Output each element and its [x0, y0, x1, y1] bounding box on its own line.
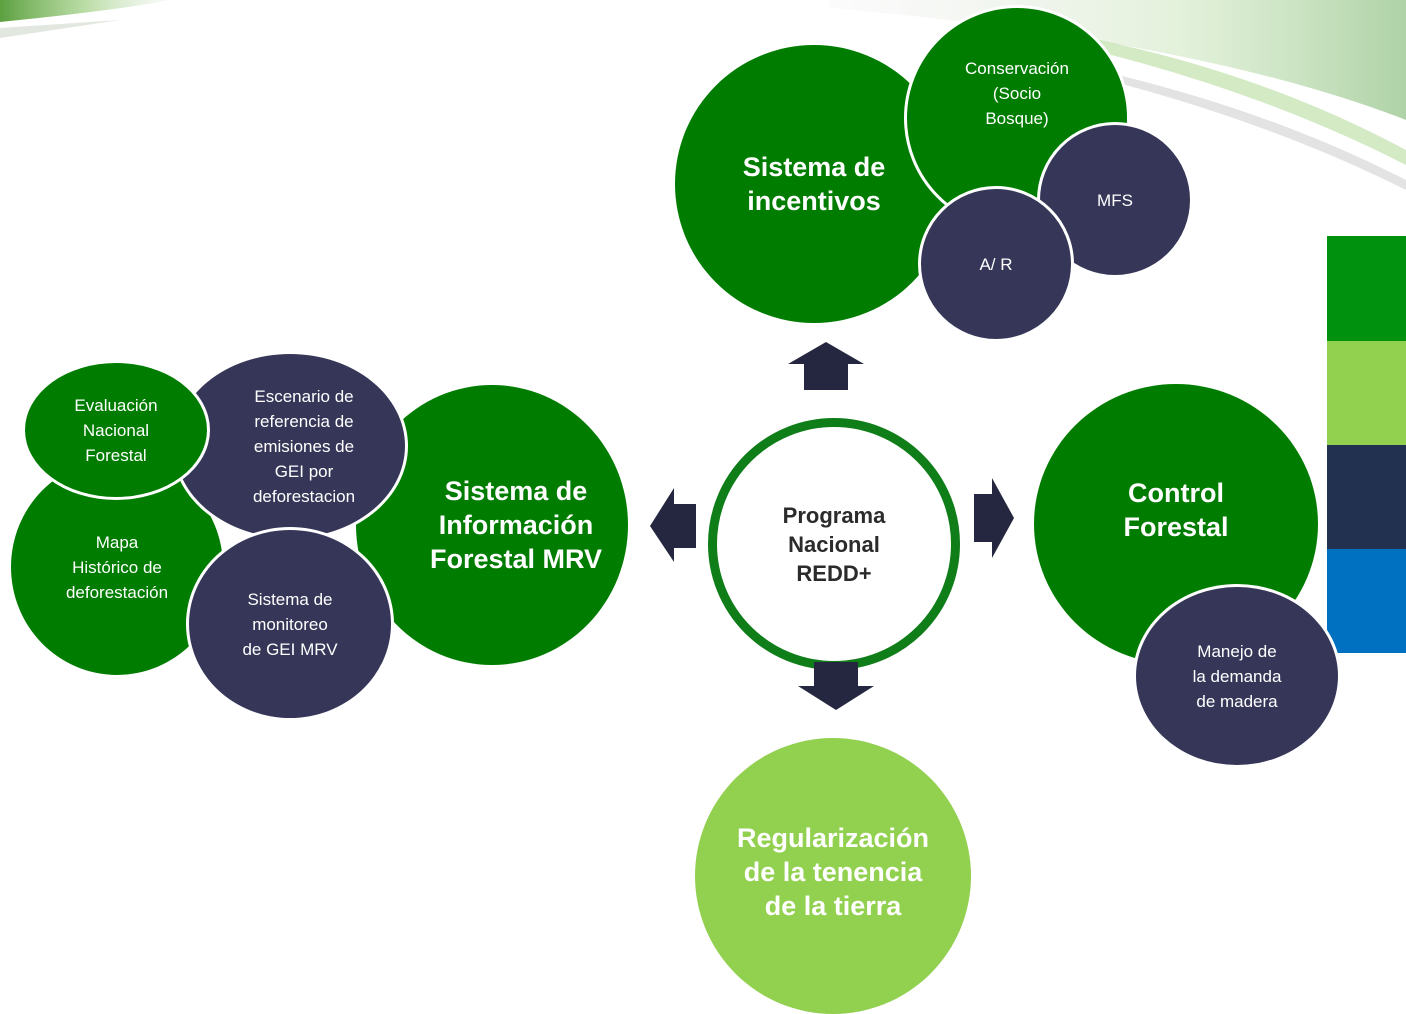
arrow-down-icon [798, 662, 874, 710]
historic-map-label: Mapa Histórico de deforestación [65, 532, 169, 602]
tenure-circle: Regularización de la tenencia de la tier… [695, 738, 971, 1014]
ar-label: A/ R [979, 254, 1013, 274]
monitoring-label: Sistema de monitoreo de GEI MRV [242, 589, 338, 659]
evaluation-circle: Evaluación Nacional Forestal [22, 360, 210, 500]
swatch-blue [1327, 549, 1406, 653]
ar-circle: A/ R [918, 186, 1074, 342]
demand-circle: Manejo de la demanda de madera [1133, 584, 1341, 768]
forest-control-label: Control Forestal [1123, 478, 1229, 542]
scenario-circle: Escenario de referencia de emisiones de … [172, 351, 408, 541]
swatch-green [1327, 236, 1406, 341]
demand-label: Manejo de la demanda de madera [1192, 641, 1282, 711]
arrow-right-icon [974, 478, 1014, 558]
incentives-label: Sistema de incentivos [742, 152, 886, 216]
swatch-navy [1327, 445, 1406, 549]
swatch-light-green [1327, 341, 1406, 445]
center-circle: Programa Nacional REDD+ [708, 418, 960, 670]
tenure-label: Regularización de la tenencia de la tier… [736, 823, 930, 921]
conservation-label: Conservación (Socio Bosque) [965, 58, 1069, 128]
arrow-up-icon [788, 342, 864, 390]
center-label: Programa Nacional REDD+ [782, 502, 886, 586]
monitoring-circle: Sistema de monitoreo de GEI MRV [186, 527, 394, 721]
arrow-left-icon [650, 488, 696, 562]
info-system-label: Sistema de Información Forestal MRV [429, 476, 603, 574]
evaluation-label: Evaluación Nacional Forestal [74, 395, 158, 465]
scenario-label: Escenario de referencia de emisiones de … [252, 386, 356, 506]
mfs-label: MFS [1097, 190, 1133, 210]
